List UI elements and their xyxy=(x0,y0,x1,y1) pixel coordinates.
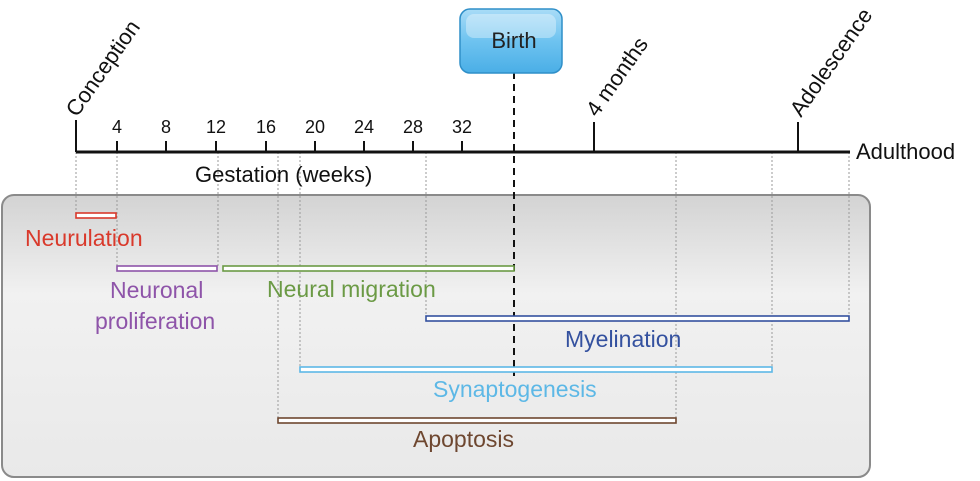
week-tick-20: 20 xyxy=(305,117,325,137)
milestone-4-months: 4 months xyxy=(581,32,653,120)
week-tick-8: 8 xyxy=(161,117,171,137)
axis-ticks xyxy=(75,120,799,152)
milestone-adolescence: Adolescence xyxy=(785,3,878,121)
week-tick-16: 16 xyxy=(256,117,276,137)
process-bars xyxy=(75,212,850,424)
bar-neurulation xyxy=(75,212,117,219)
bar-myelination xyxy=(425,315,850,322)
bar-synaptogenesis xyxy=(299,366,773,373)
label-neuronal: Neuronal xyxy=(110,277,203,303)
birth-label: Birth xyxy=(491,28,536,53)
bar-apoptosis xyxy=(277,417,677,424)
label-apoptosis: Apoptosis xyxy=(413,426,514,452)
bar-neural-migration xyxy=(222,265,515,272)
week-tick-12: 12 xyxy=(206,117,226,137)
week-tick-4: 4 xyxy=(112,117,122,137)
week-tick-24: 24 xyxy=(354,117,374,137)
axis-label-gestation: Gestation (weeks) xyxy=(195,162,372,187)
milestone-adulthood: Adulthood xyxy=(856,139,955,164)
label-neural-migration: Neural migration xyxy=(267,276,436,302)
milestone-conception: Conception xyxy=(61,15,145,121)
label-synaptogenesis: Synaptogenesis xyxy=(433,376,597,402)
label-myelination: Myelination xyxy=(565,326,681,352)
process-panel xyxy=(1,194,871,478)
birth-callout: Birth xyxy=(459,8,563,74)
label-proliferation: proliferation xyxy=(95,308,215,334)
bar-neuronal-proliferation xyxy=(116,265,218,272)
week-tick-32: 32 xyxy=(452,117,472,137)
guide-lines xyxy=(75,152,850,420)
week-tick-28: 28 xyxy=(403,117,423,137)
label-neurulation: Neurulation xyxy=(25,225,143,251)
